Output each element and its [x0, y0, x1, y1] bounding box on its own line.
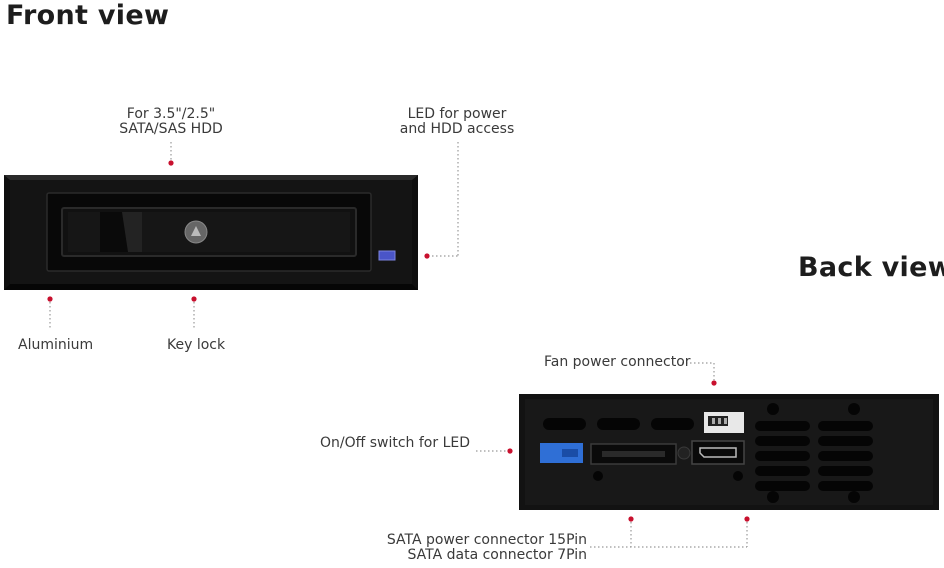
back-callouts	[476, 362, 750, 548]
led-switch-label: On/Off switch for LED	[320, 435, 470, 451]
sata-data-label: SATA data connector 7Pin	[407, 547, 588, 563]
front-device	[4, 175, 418, 290]
led-label-line1: LED for power	[407, 106, 507, 122]
sata-data-connector	[691, 440, 745, 465]
led-indicator	[378, 250, 396, 261]
sata-power-label: SATA power connector 15Pin	[386, 532, 587, 548]
fan-connector-label: Fan power connector	[544, 354, 691, 370]
key-lock-label: Key lock	[167, 337, 226, 353]
hdd-label-line2: SATA/SAS HDD	[119, 121, 223, 137]
aluminium-label: Aluminium	[18, 337, 94, 353]
hdd-label: For 3.5"/2.5" SATA/SAS HDD	[100, 107, 242, 137]
back-device	[519, 394, 939, 510]
led-label-line2: and HDD access	[399, 121, 515, 137]
hdd-label-line1: For 3.5"/2.5"	[126, 106, 216, 122]
led-switch	[540, 443, 583, 463]
front-view-title: Front view	[6, 0, 170, 31]
led-label: LED for power and HDD access	[392, 107, 522, 137]
front-callouts	[47, 142, 459, 330]
back-view-title: Back view	[798, 252, 944, 283]
